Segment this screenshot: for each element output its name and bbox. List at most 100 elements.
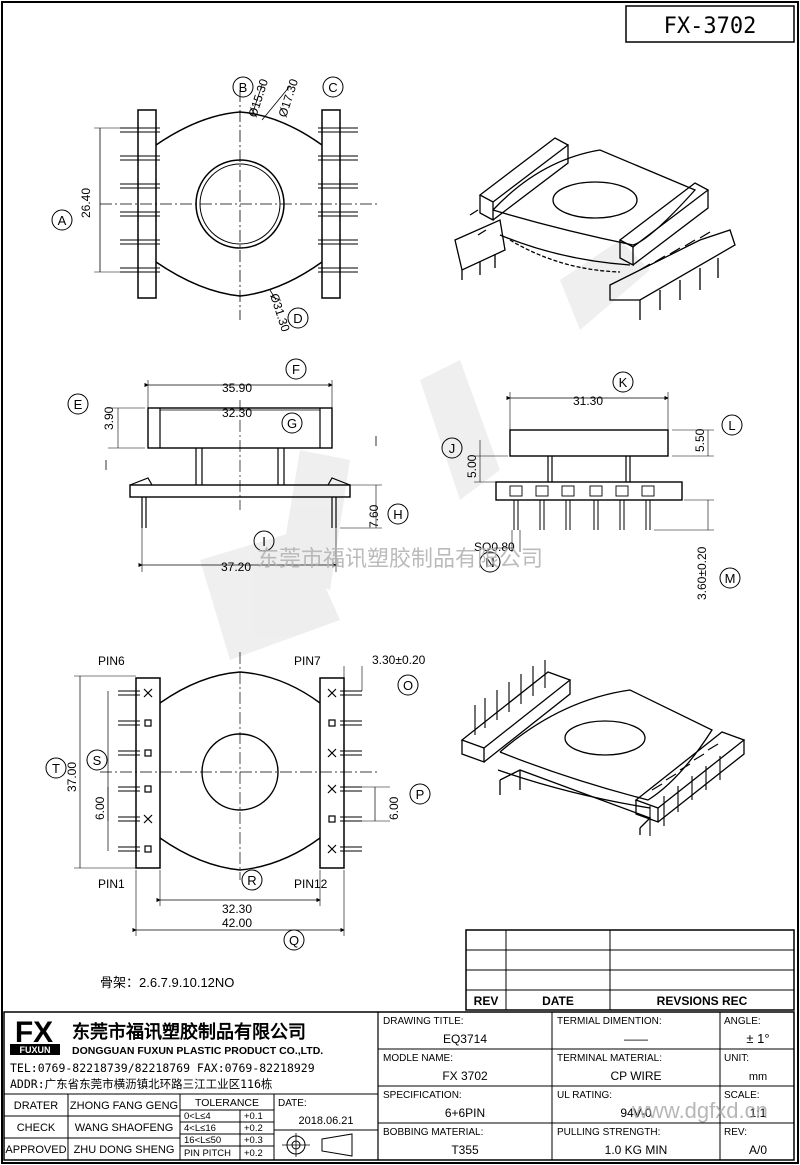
svg-text:TERMIAL DIMENTION:: TERMIAL DIMENTION: [557, 1016, 662, 1027]
svg-text:APPROVED: APPROVED [5, 1144, 66, 1156]
svg-text:DATE: DATE [542, 994, 574, 1008]
callout-t: T [52, 761, 60, 776]
part-number-box: FX-3702 [625, 5, 795, 43]
model-name: FX 3702 [442, 1069, 488, 1083]
callout-m: M [725, 571, 736, 586]
dim-3-30: 3.30±0.20 [372, 653, 426, 667]
callout-j: J [449, 441, 456, 456]
top-view [94, 84, 380, 320]
svg-text:DRAWING TITLE:: DRAWING TITLE: [383, 1016, 464, 1027]
dim-d17-30: Ø17.30 [276, 77, 302, 119]
front-view [105, 380, 382, 572]
svg-text:WANG SHAOFENG: WANG SHAOFENG [75, 1122, 174, 1134]
callout-f: F [292, 362, 300, 377]
svg-text:REV: REV [474, 994, 499, 1008]
svg-text:+0.2: +0.2 [244, 1148, 263, 1159]
dim-sq0-80: SQ0.80 [474, 540, 515, 554]
dim-32-30: 32.30 [222, 406, 252, 420]
svg-text:PIN PITCH: PIN PITCH [184, 1148, 231, 1159]
svg-text:1.0 KG MIN: 1.0 KG MIN [605, 1143, 668, 1157]
watermark-text: 东莞市福讯塑胶制品有限公司 [257, 546, 543, 571]
svg-text:SPECIFICATION:: SPECIFICATION: [383, 1090, 462, 1101]
dim-3-90: 3.90 [102, 406, 116, 430]
svg-text:REVSIONS REC: REVSIONS REC [657, 994, 748, 1008]
dim-37-00: 37.00 [65, 762, 79, 792]
svg-text:1:1: 1:1 [750, 1106, 767, 1120]
dim-26-40: 26.40 [79, 188, 93, 218]
dim-31-30: 31.30 [573, 394, 603, 408]
svg-text:16<L≤50: 16<L≤50 [184, 1135, 221, 1146]
dim-d31-30: Ø31.30 [267, 292, 293, 334]
svg-text:ANGLE:: ANGLE: [724, 1016, 761, 1027]
side-view-labels: 31.30 5.00 5.50 SQ0.80 3.60±0.20 [465, 394, 709, 600]
svg-text:UL RATING:: UL RATING: [557, 1090, 612, 1101]
dim-d15-30: Ø15.30 [246, 77, 272, 119]
svg-text:UNIT:: UNIT: [724, 1053, 749, 1064]
callout-e: E [74, 397, 83, 412]
svg-text:SCALE:: SCALE: [724, 1090, 760, 1101]
svg-text:CP WIRE: CP WIRE [610, 1069, 661, 1083]
signoff: DRATER ZHONG FANG GENG CHECK WANG SHAOFE… [5, 1100, 178, 1156]
callout-n: N [485, 555, 494, 570]
company-address: ADDR:广东省东莞市横沥镇北环路三江工业区116栋 [10, 1077, 273, 1091]
svg-text:2018.06.21: 2018.06.21 [298, 1115, 353, 1127]
bobbin-note: 骨架：2.6.7.9.10.12NO [100, 975, 234, 990]
callout-k: K [619, 375, 628, 390]
svg-text:MODLE NAME:: MODLE NAME: [383, 1053, 453, 1064]
dim-32-30-bottom: 32.30 [222, 902, 252, 916]
callout-o: O [403, 678, 413, 693]
svg-text:4<L≤16: 4<L≤16 [184, 1123, 216, 1134]
revision-table [465, 929, 795, 1011]
svg-text:TERMINAL MATERIAL:: TERMINAL MATERIAL: [557, 1053, 662, 1064]
svg-text:94V-0: 94V-0 [620, 1106, 652, 1120]
company-tel: TEL:0769-82218739/82218769 FAX:0769-8221… [10, 1061, 315, 1075]
callout-h: H [393, 507, 402, 522]
company-name-cn: 东莞市福讯塑胶制品有限公司 [72, 1021, 306, 1042]
svg-text:6+6PIN: 6+6PIN [445, 1106, 485, 1120]
pin7-label: PIN7 [294, 654, 321, 668]
dim-6-00-right: 6.00 [387, 796, 401, 820]
bottom-view-labels: PIN6 PIN7 PIN1 PIN12 3.30±0.20 37.00 6.0… [65, 653, 426, 930]
svg-text:ZHONG FANG GENG: ZHONG FANG GENG [70, 1100, 178, 1112]
side-view [474, 392, 714, 552]
callout-g: G [287, 416, 297, 431]
svg-text:0<L≤4: 0<L≤4 [184, 1111, 211, 1122]
bottom-view [74, 652, 390, 936]
dim-6-00-left: 6.00 [93, 796, 107, 820]
isometric-view-bottom [460, 660, 746, 836]
company-name-en: DONGGUAN FUXUN PLASTIC PRODUCT CO.,LTD. [72, 1045, 323, 1057]
callouts-view1: A B C D [51, 76, 344, 329]
dim-3-60: 3.60±0.20 [695, 546, 709, 600]
svg-text:T355: T355 [451, 1143, 479, 1157]
svg-text:TOLERANCE: TOLERANCE [195, 1097, 259, 1109]
callouts-view4: J K L M N [441, 371, 743, 589]
revision-table-header: REV DATE REVSIONS REC [474, 994, 748, 1008]
svg-text:+0.1: +0.1 [244, 1111, 263, 1122]
dim-35-90: 35.90 [222, 381, 252, 395]
callout-q: Q [289, 933, 299, 948]
svg-text:FX: FX [15, 1016, 53, 1049]
callout-l: L [728, 418, 735, 433]
dim-37-20: 37.20 [221, 560, 251, 574]
svg-text:A/0: A/0 [749, 1143, 767, 1157]
svg-text:+0.3: +0.3 [244, 1135, 263, 1146]
callouts-view3: E F G H I [67, 358, 409, 552]
top-view-labels: 26.40 Ø15.30 Ø17.30 Ø31.30 [79, 77, 301, 334]
svg-text:CHECK: CHECK [17, 1122, 56, 1134]
dim-7-60: 7.60 [367, 504, 381, 528]
svg-text:BOBBING MATERIAL:: BOBBING MATERIAL: [383, 1127, 483, 1138]
callout-p: P [416, 787, 425, 802]
svg-text:REV:: REV: [724, 1127, 747, 1138]
callout-c: C [328, 80, 337, 95]
title-block-frame [3, 1011, 795, 1161]
callout-i: I [262, 534, 266, 549]
title-fields: DRAWING TITLE: EQ3714 TERMIAL DIMENTION:… [383, 1016, 770, 1157]
tolerance-table: TOLERANCE 0<L≤4 +0.1 4<L≤16 +0.2 16<L≤50 +0… [184, 1097, 263, 1159]
callouts-view5: O P Q R S T [45, 674, 431, 951]
isometric-view-top [454, 137, 736, 320]
dim-5-50: 5.50 [693, 428, 707, 452]
svg-text:PULLING STRENGTH:: PULLING STRENGTH: [557, 1127, 660, 1138]
dim-42-00: 42.00 [222, 916, 252, 930]
